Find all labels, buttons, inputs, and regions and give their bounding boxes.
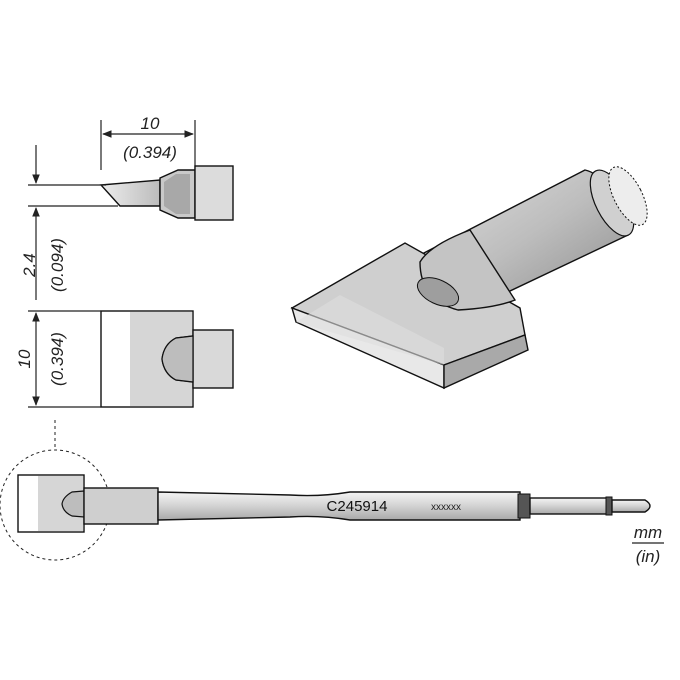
tip-collar-body xyxy=(83,487,159,525)
thickness-dimension: 2.4 (0.094) xyxy=(20,145,118,300)
units-imperial: (in) xyxy=(636,547,661,566)
front-view-shaft xyxy=(192,329,234,389)
isometric-view xyxy=(290,166,648,390)
width-mm-label: 10 xyxy=(141,114,160,133)
iso-shaft-end xyxy=(608,166,648,226)
tip-pin xyxy=(611,499,651,513)
width-dimension: 10 (0.394) xyxy=(100,114,196,170)
iso-blade-side xyxy=(443,334,529,390)
units-legend: mm (in) xyxy=(632,523,664,566)
tip-collar xyxy=(61,490,85,518)
length-mm-label: 10 xyxy=(15,349,34,368)
thickness-in-label: (0.094) xyxy=(48,238,67,292)
width-in-label: (0.394) xyxy=(123,143,177,162)
side-view-blade xyxy=(99,179,161,207)
side-view-shaft xyxy=(194,165,234,221)
tip-band xyxy=(517,493,531,519)
thickness-mm-label: 2.4 xyxy=(20,253,39,278)
full-tip-view: C245914 xxxxxx xyxy=(17,474,651,533)
part-number-label: C245914 xyxy=(327,498,388,515)
units-metric: mm xyxy=(634,523,662,542)
tip-rod-band xyxy=(605,496,613,516)
code-label: xxxxxx xyxy=(431,502,461,513)
iso-neck-shadow xyxy=(416,277,460,307)
side-view-collar-shade xyxy=(164,174,190,214)
tip-shaft xyxy=(157,491,521,521)
front-view xyxy=(100,310,234,408)
length-in-label: (0.394) xyxy=(48,332,67,386)
front-view-collar-shape xyxy=(161,335,194,383)
side-view xyxy=(99,165,234,221)
length-dimension: 10 (0.394) xyxy=(15,310,101,408)
tip-rod xyxy=(529,497,611,515)
iso-blade-bevel xyxy=(296,295,444,365)
